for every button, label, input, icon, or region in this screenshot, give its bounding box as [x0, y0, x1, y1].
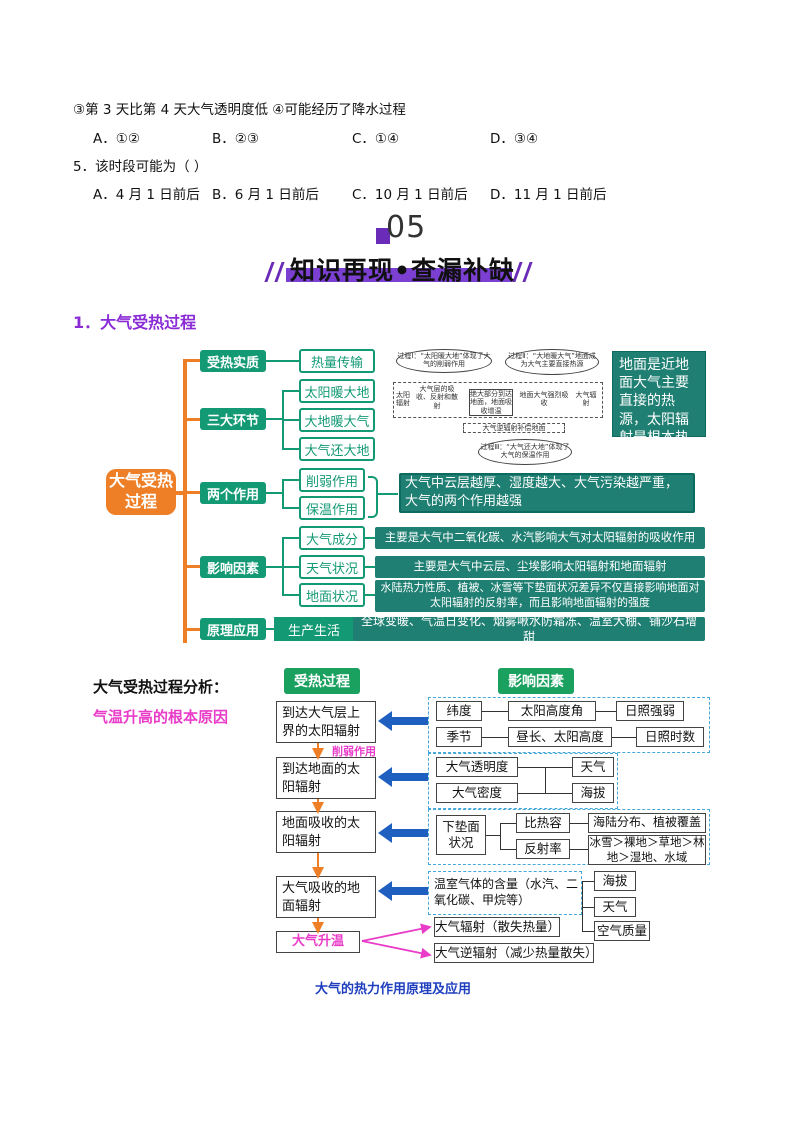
factor-land-sea: 海陆分布、植被覆盖 — [588, 813, 706, 833]
q4-option-b: B．②③ — [212, 131, 259, 147]
q4-option-c: C．①④ — [352, 131, 400, 147]
q5-option-c: C．10 月 1 日前后 — [352, 187, 468, 203]
diagram-bubble-1: 过程Ⅰ：“太阳暖大地”体现了大气的削弱作用 — [396, 349, 492, 373]
banner-underline — [286, 268, 512, 282]
diagram-counter-radiation: 大气逆辐射补偿地面 — [463, 423, 565, 434]
branch-factors: 影响因素 — [200, 556, 266, 578]
factor-transparency: 大气透明度 — [436, 757, 518, 777]
q4-option-a: A．①② — [93, 131, 140, 147]
factor-altitude-2: 海拔 — [594, 871, 636, 891]
q5-stem: 5．该时段可能为（ ） — [73, 159, 208, 175]
item-heat-transfer: 热量传输 — [299, 349, 375, 373]
mindmap-root: 大气受热过程 — [106, 469, 176, 515]
section-banner-title: 知识再现•查漏补缺 — [290, 256, 515, 285]
q4-option-d: D．③④ — [490, 131, 539, 147]
process-arrows — [312, 743, 324, 934]
section-number: 05 — [386, 210, 427, 245]
col-influencing-factors: 影响因素 — [498, 668, 574, 694]
step-upper-atmosphere: 到达大气层上界的太阳辐射 — [276, 701, 376, 743]
q5-option-d: D．11 月 1 日前后 — [490, 187, 607, 203]
q5-option-a: A．4 月 1 日前后 — [93, 187, 200, 203]
factor-sunshine-hours: 日照时数 — [636, 727, 704, 747]
factor-sunshine-strength: 日照强弱 — [616, 701, 684, 721]
branch-two-effects: 两个作用 — [200, 482, 266, 504]
diagram-bubble-2: 过程Ⅱ：“大地暖大气”地面成为大气主要直接热源 — [505, 349, 599, 375]
factor-weather-2: 天气 — [594, 897, 636, 917]
item-production-life: 生产生活 — [274, 617, 354, 641]
col-heating-process: 受热过程 — [284, 668, 360, 694]
item-weather-conditions: 天气状况 — [299, 555, 365, 579]
heating-process-diagram: 过程Ⅰ：“太阳暖大地”体现了大气的削弱作用 过程Ⅱ：“大地暖大气”地面成为大气主… — [393, 347, 603, 467]
factor-albedo-order: 冰雪＞裸地＞草地＞林地＞湿地、水域 — [588, 835, 706, 865]
item-weakening-effect: 削弱作用 — [299, 468, 365, 492]
output-atmos-radiation: 大气辐射（散失热量） — [434, 917, 560, 937]
analysis-flow-diagram: 受热过程 影响因素 到达大气层上界的太阳辐射 到达地面的太阳辐射 地面吸收的太阳… — [270, 665, 713, 965]
step-ground-absorb: 地面吸收的太阳辐射 — [276, 811, 376, 853]
factor-latitude: 纬度 — [436, 701, 482, 721]
diagram-bubble-3: 过程Ⅲ：“大气还大地”体现了大气的保温作用 — [478, 439, 572, 465]
two-effects-note: 大气中云层越厚、湿度越大、大气污染越严重，大气的两个作用越强 — [399, 473, 695, 513]
q5-option-b: B．6 月 1 日前后 — [212, 187, 319, 203]
item-insulation-effect: 保温作用 — [299, 496, 365, 520]
figure-caption: 大气的热力作用原理及应用 — [315, 982, 472, 997]
factor-density: 大气密度 — [436, 783, 518, 803]
factor-underlying-surface: 下垫面状况 — [436, 815, 486, 855]
factor-detail-ground: 水陆热力性质、植被、冰雪等下垫面状况差异不仅直接影响地面对太阳辐射的反射率，而且… — [375, 580, 705, 612]
output-arrows — [361, 923, 432, 959]
branch-heating-essence: 受热实质 — [200, 350, 266, 372]
factor-altitude: 海拔 — [572, 783, 614, 803]
item-ground-warms-air: 大地暖大气 — [299, 408, 375, 432]
factor-daylength: 昼长、太阳高度 — [508, 727, 612, 747]
factor-heat-capacity: 比热容 — [516, 813, 570, 833]
item-sun-warms-ground: 太阳暖大地 — [299, 379, 375, 403]
weakening-label: 削弱作用 — [332, 745, 376, 758]
factor-detail-weather: 主要是大气中云层、尘埃影响太阳辐射和地面辐射 — [375, 556, 705, 578]
question-option-line: ③第 3 天比第 4 天大气透明度低 ④可能经历了降水过程 — [73, 102, 406, 118]
analysis-title: 大气受热过程分析： — [93, 678, 229, 696]
step-atmos-absorb: 大气吸收的地面辐射 — [276, 876, 376, 918]
diagram-ground-absorb: 绝大部分到达地面，地面吸收增温 — [469, 389, 513, 417]
factor-greenhouse-gas: 温室气体的含量（水汽、二氧化碳、甲烷等） — [434, 875, 578, 911]
heading-atmosphere-heating: 1．大气受热过程 — [73, 313, 197, 332]
application-detail: 全球变暖、气温日变化、烟雾啾水防霜冻、温室大棚、铺沙石增甜 — [353, 614, 705, 644]
step-reach-ground: 到达地面的太阳辐射 — [276, 757, 376, 799]
section-number-mark — [376, 228, 390, 244]
factor-solar-angle: 太阳高度角 — [508, 701, 596, 721]
item-atmos-composition: 大气成分 — [299, 526, 365, 550]
factor-air-quality: 空气质量 — [594, 921, 650, 941]
item-air-returns-ground: 大气还大地 — [299, 437, 375, 461]
diagram-atmos-radiation: 大气辐射 — [575, 391, 597, 408]
diagram-solar-radiation: 太阳辐射 — [396, 391, 410, 408]
factor-albedo: 反射率 — [516, 839, 570, 859]
analysis-subtitle: 气温升高的根本原因 — [93, 708, 229, 726]
item-ground-conditions: 地面状况 — [299, 583, 365, 607]
branch-application: 原理应用 — [200, 618, 266, 640]
mindmap: 大气受热过程 受热实质 三大环节 两个作用 影响因素 原理应用 热量传输 太阳暖… — [100, 345, 710, 645]
factor-arrows — [378, 711, 428, 901]
output-counter-radiation: 大气逆辐射（减少热量散失） — [434, 943, 598, 963]
diagram-atmos-absorb: 大气层的吸收、反射和散射 — [416, 385, 458, 410]
factor-weather: 天气 — [572, 757, 614, 777]
branch-three-links: 三大环节 — [200, 408, 266, 430]
factor-detail-composition: 主要是大气中二氧化碳、水汽影响大气对太阳辐射的吸收作用 — [375, 527, 705, 549]
diagram-strong-absorb: 地面大气强烈吸收 — [519, 391, 569, 408]
factor-season: 季节 — [436, 727, 482, 747]
heat-source-note: 地面是近地面大气主要直接的热源，太阳辐射是根本热源。 — [612, 351, 706, 464]
